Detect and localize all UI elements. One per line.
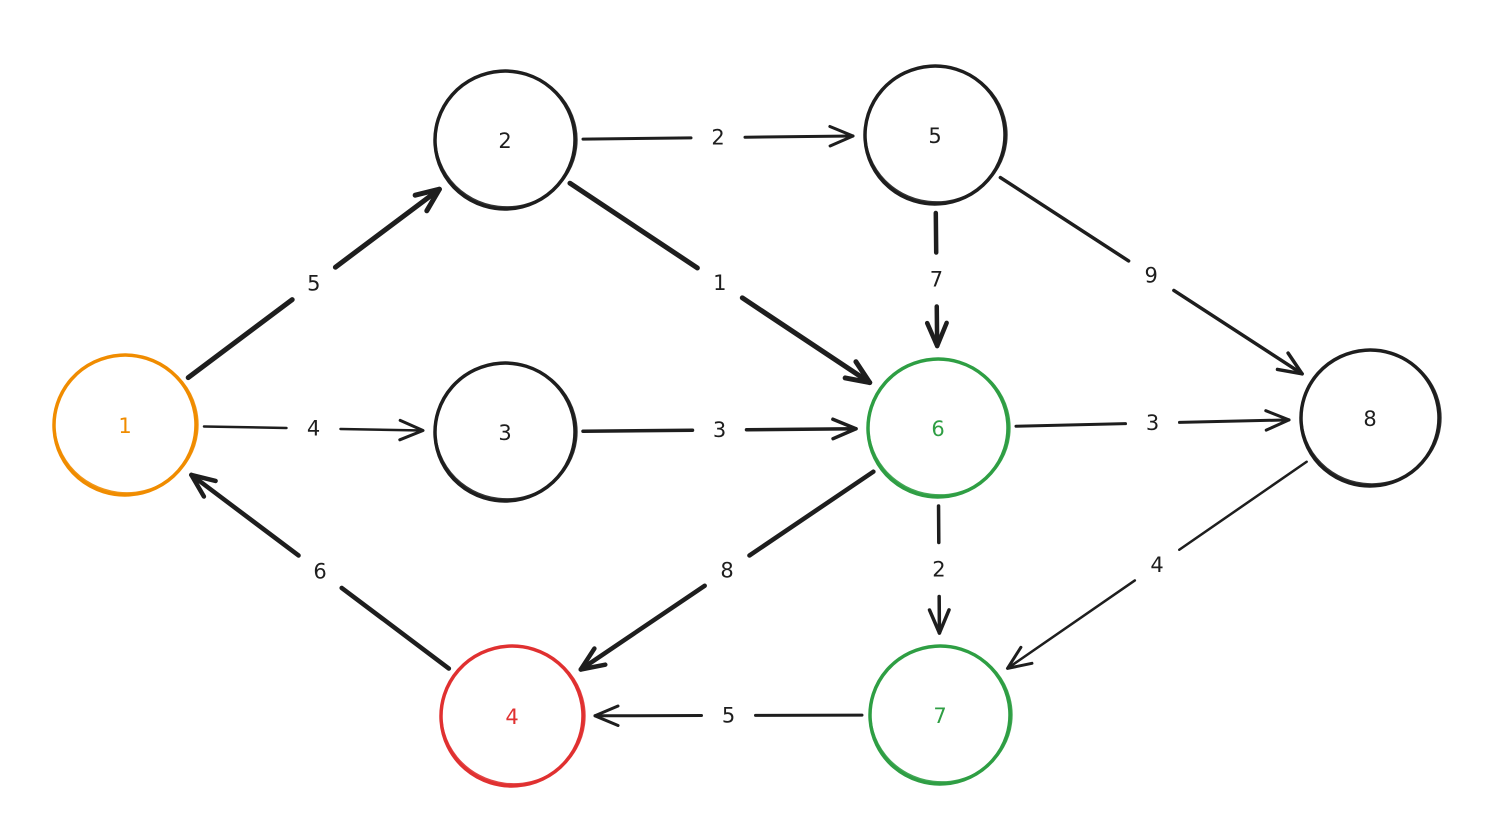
edge-4-1: 6 (189, 472, 452, 671)
edge-5-6: 7 (924, 210, 949, 349)
node-circle-overdraw (53, 354, 199, 494)
edge-weight-4-1: 6 (313, 560, 326, 584)
node-label-3: 3 (498, 421, 511, 445)
arrowhead-icon (927, 608, 951, 635)
edge-3-6: 3 (581, 417, 858, 442)
edge-line (581, 136, 693, 141)
node-5: 5 (863, 64, 1008, 206)
edge-weight-7-4: 5 (722, 703, 735, 727)
edge-line (578, 583, 707, 672)
arrowhead-icon (412, 186, 442, 214)
edge-weight-3-6: 3 (713, 418, 726, 442)
edge-weight-1-2: 5 (307, 271, 320, 295)
edge-line (1014, 422, 1128, 428)
edge-line (1006, 579, 1137, 670)
node-label-6: 6 (931, 417, 944, 441)
edge-weight-2-6: 1 (713, 271, 726, 295)
edge-line (739, 295, 873, 386)
node-7: 7 (868, 644, 1013, 786)
arrowhead-icon (1005, 645, 1034, 670)
node-circle-overdraw (864, 65, 1008, 203)
edge-line (185, 297, 295, 381)
edge-6-4: 8 (578, 469, 876, 672)
edge-weight-6-4: 8 (720, 559, 733, 583)
arrowhead-icon (398, 418, 425, 442)
node-1: 1 (52, 353, 199, 497)
edge-2-5: 2 (581, 124, 855, 150)
node-label-2: 2 (498, 129, 511, 153)
arrowhead-icon (831, 417, 858, 441)
edge-weight-8-7: 4 (1150, 553, 1163, 577)
edge-weight-5-8: 9 (1145, 264, 1158, 288)
node-label-8: 8 (1363, 407, 1376, 431)
edge-line (581, 428, 695, 434)
arrowhead-icon (1275, 351, 1304, 376)
node-label-5: 5 (928, 124, 941, 148)
arrowhead-icon (842, 359, 873, 386)
node-label-7: 7 (933, 704, 946, 728)
node-circle-overdraw (434, 70, 578, 208)
edge-weight-6-7: 2 (932, 558, 945, 582)
edge-line (998, 175, 1131, 263)
edge-weight-6-8: 3 (1146, 411, 1159, 435)
node-circle-overdraw (869, 645, 1013, 783)
edge-5-8: 9 (998, 175, 1304, 376)
node-8: 8 (1299, 348, 1442, 488)
edge-line (743, 134, 855, 139)
edge-line (332, 186, 442, 270)
edge-line (1177, 418, 1291, 424)
arrowhead-icon (924, 320, 949, 349)
edge-weight-1-3: 4 (307, 416, 320, 440)
edge-line (744, 427, 858, 432)
node-2: 2 (433, 69, 578, 211)
edge-1-3: 4 (202, 416, 425, 442)
arrowhead-icon (578, 646, 608, 672)
arrowhead-icon (593, 704, 620, 727)
edge-line (567, 180, 700, 271)
edge-line (339, 427, 425, 432)
edge-line (1172, 288, 1304, 376)
arrowhead-icon (189, 472, 218, 499)
edge-6-7: 2 (927, 504, 951, 635)
node-circle-overdraw (440, 645, 586, 785)
node-label-1: 1 (118, 414, 131, 438)
edge-7-4: 5 (593, 703, 864, 727)
edge-line (189, 472, 301, 558)
arrowhead-icon (1264, 409, 1291, 432)
edge-line (1178, 460, 1308, 551)
node-label-4: 4 (505, 705, 518, 729)
edge-weight-2-5: 2 (711, 126, 724, 150)
node-4: 4 (439, 644, 586, 788)
arrowhead-icon (828, 124, 855, 148)
edge-8-7: 4 (1005, 460, 1308, 670)
edge-1-2: 5 (185, 186, 442, 381)
node-circle-overdraw (434, 362, 578, 500)
edge-line (202, 425, 288, 430)
edge-2-6: 1 (567, 180, 873, 386)
edge-6-8: 3 (1014, 409, 1291, 435)
node-6: 6 (866, 357, 1011, 499)
edge-line (339, 585, 452, 671)
node-circle-overdraw (1300, 349, 1442, 486)
edge-weight-5-6: 7 (930, 268, 943, 292)
node-circle-overdraw (867, 358, 1011, 496)
edge-line (747, 469, 876, 558)
node-3: 3 (433, 361, 578, 503)
